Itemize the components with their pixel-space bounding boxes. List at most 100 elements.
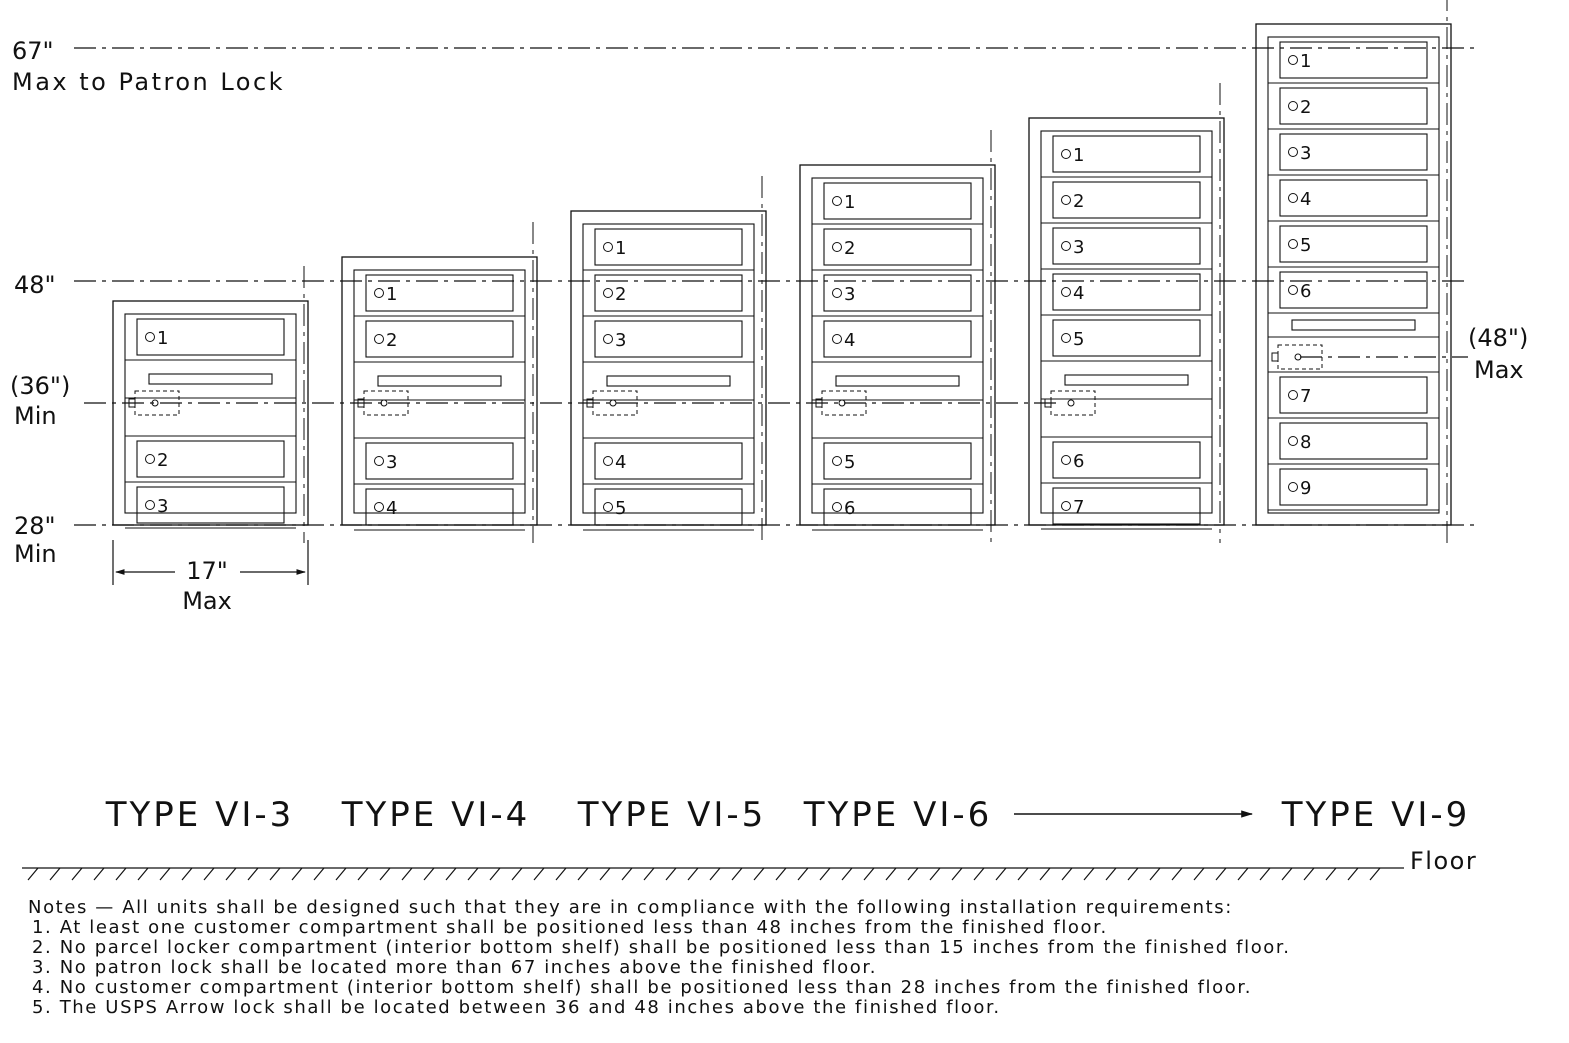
compartment-number: 3 bbox=[157, 496, 168, 517]
floor-hatch-mark bbox=[885, 867, 897, 881]
arrow-lock-outline bbox=[821, 390, 867, 416]
arrow-lock-outline bbox=[1277, 344, 1323, 370]
compartment-door bbox=[823, 228, 972, 266]
type-label-vi-3: TYPE VI-3 bbox=[105, 795, 295, 835]
mailbox-unit: 1 2 3 bbox=[112, 266, 309, 543]
floor-hatch-mark bbox=[973, 867, 985, 881]
floor-hatch-mark bbox=[49, 867, 61, 881]
arrow-lock-icon bbox=[609, 399, 617, 407]
floor-hatch-mark bbox=[863, 867, 875, 881]
arrow-lock-outline bbox=[363, 390, 409, 416]
unit-frame bbox=[1267, 36, 1440, 514]
compartment-door bbox=[1052, 441, 1201, 479]
door-lock-icon bbox=[1288, 285, 1298, 295]
door-lock-icon bbox=[1288, 55, 1298, 65]
arrow-lock-icon bbox=[380, 399, 388, 407]
floor-hatch-mark bbox=[1171, 867, 1183, 881]
compartment-door bbox=[1052, 487, 1201, 525]
arrow-lock-tab bbox=[357, 398, 365, 408]
door-lock-icon bbox=[603, 502, 613, 512]
floor-hatch-mark bbox=[1237, 867, 1249, 881]
compartment-door bbox=[1279, 468, 1428, 506]
floor-hatch-mark bbox=[1193, 867, 1205, 881]
floor-hatch-mark bbox=[1347, 867, 1359, 881]
compartment-number: 2 bbox=[157, 450, 168, 471]
floor-hatch-mark bbox=[423, 867, 435, 881]
door-lock-icon bbox=[1061, 241, 1071, 251]
door-lock-icon bbox=[832, 196, 842, 206]
compartment-door bbox=[365, 488, 514, 526]
note-item: 3. No patron lock shall be located more … bbox=[32, 957, 878, 978]
floor-hatch-mark bbox=[115, 867, 127, 881]
compartment-number: 2 bbox=[1300, 97, 1311, 118]
unit-frame bbox=[124, 313, 297, 514]
compartment-door bbox=[594, 442, 743, 480]
dim-28-value: 28" bbox=[14, 512, 56, 540]
compartment-number: 5 bbox=[1300, 235, 1311, 256]
compartment-number: 5 bbox=[1073, 329, 1084, 350]
floor-hatch-mark bbox=[445, 867, 457, 881]
compartment-number: 6 bbox=[1300, 281, 1311, 302]
note-item: 1. At least one customer compartment sha… bbox=[32, 917, 1108, 938]
door-lock-icon bbox=[832, 456, 842, 466]
floor bbox=[22, 867, 1404, 881]
door-lock-icon bbox=[1288, 390, 1298, 400]
floor-hatch-mark bbox=[1281, 867, 1293, 881]
arrow-lock-icon bbox=[838, 399, 846, 407]
floor-hatch-mark bbox=[1061, 867, 1073, 881]
floor-hatch-mark bbox=[929, 867, 941, 881]
door-lock-icon bbox=[1288, 101, 1298, 111]
compartment-number: 6 bbox=[844, 498, 855, 519]
outgoing-mail-slot bbox=[1064, 374, 1189, 386]
compartment-door bbox=[1052, 135, 1201, 173]
floor-hatch-mark bbox=[247, 867, 259, 881]
floor-hatch-mark bbox=[1127, 867, 1139, 881]
floor-hatch-mark bbox=[379, 867, 391, 881]
floor-hatch-mark bbox=[841, 867, 853, 881]
compartment-door bbox=[1279, 376, 1428, 414]
floor-hatch-mark bbox=[731, 867, 743, 881]
arrow-lock-outline bbox=[592, 390, 638, 416]
door-lock-icon bbox=[603, 334, 613, 344]
floor-hatch-mark bbox=[555, 867, 567, 881]
arrow-lock-icon bbox=[151, 399, 159, 407]
floor-hatch-mark bbox=[181, 867, 193, 881]
unit-frame bbox=[811, 177, 984, 514]
door-lock-icon bbox=[374, 502, 384, 512]
arrow-lock-tab bbox=[815, 398, 823, 408]
compartment-number: 5 bbox=[844, 452, 855, 473]
floor-hatch-mark bbox=[621, 867, 633, 881]
compartment-number: 3 bbox=[1300, 143, 1311, 164]
door-lock-icon bbox=[1061, 287, 1071, 297]
compartment-number: 4 bbox=[1073, 283, 1084, 304]
arrow-lock-icon bbox=[1294, 353, 1302, 361]
door-lock-icon bbox=[603, 456, 613, 466]
floor-hatch-mark bbox=[137, 867, 149, 881]
compartment-door bbox=[594, 320, 743, 358]
compartment-number: 5 bbox=[615, 498, 626, 519]
unit-housing bbox=[570, 210, 767, 526]
compartment-number: 4 bbox=[615, 452, 626, 473]
notes: Notes — All units shall be designed such… bbox=[28, 898, 1428, 1018]
arrow-lock-tab bbox=[1044, 398, 1052, 408]
outgoing-mail-slot bbox=[377, 375, 502, 387]
compartment-door bbox=[136, 318, 285, 356]
floor-hatch-mark bbox=[533, 867, 545, 881]
compartment-door bbox=[136, 486, 285, 524]
door-lock-icon bbox=[603, 288, 613, 298]
outgoing-mail-slot bbox=[1291, 319, 1416, 331]
floor-hatch-mark bbox=[643, 867, 655, 881]
compartment-number: 1 bbox=[157, 328, 168, 349]
type-labels: TYPE VI-3 TYPE VI-4 TYPE VI-5 TYPE VI-6 … bbox=[105, 795, 1468, 835]
compartment-number: 4 bbox=[844, 330, 855, 351]
arrow-lock-outline bbox=[1050, 390, 1096, 416]
floor-hatch-mark bbox=[599, 867, 611, 881]
floor-hatch-mark bbox=[665, 867, 677, 881]
compartment-number: 4 bbox=[386, 498, 397, 519]
outgoing-mail-slot bbox=[148, 373, 273, 385]
